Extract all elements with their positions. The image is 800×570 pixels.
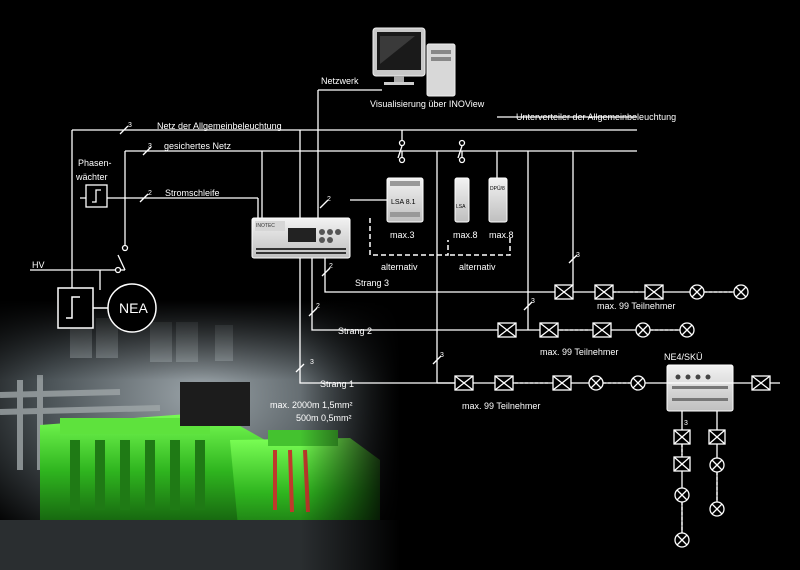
- ne4-label: NE4/SKÜ: [664, 352, 703, 362]
- max8-label-b: max.8: [489, 230, 514, 240]
- lsa-small-module-device: [454, 177, 470, 223]
- cable-length-label-2: 500m 0,5mm²: [296, 413, 352, 423]
- hv-label: HV: [32, 260, 45, 270]
- ne4-sku-device: [666, 364, 734, 412]
- wire-count: 2: [327, 196, 331, 203]
- strand-3-label: Strang 3: [355, 278, 389, 288]
- controller-brand: INOTEC: [256, 223, 275, 229]
- wire-count: 3: [576, 252, 580, 259]
- current-loop-label: Stromschleife: [165, 188, 220, 198]
- wire-count: 3: [128, 122, 132, 129]
- secured-net-label: gesichertes Netz: [164, 141, 232, 151]
- alternative-paths: [369, 218, 511, 256]
- wire-count: 2: [316, 303, 320, 310]
- nea-label: NEA: [119, 300, 148, 316]
- general-lighting-label: Netz der Allgemeinbeleuchtung: [157, 121, 282, 131]
- visualization-label: Visualisierung über INOView: [370, 99, 485, 109]
- generator-hall-photo: [0, 300, 400, 570]
- strand-3-participants: max. 99 Teilnehmer: [597, 301, 675, 311]
- network-label: Netzwerk: [321, 76, 359, 86]
- lsa-module-label: LSA 8.1: [391, 199, 416, 206]
- strand-2-luminaires: [497, 322, 695, 338]
- wire-count: 3: [310, 359, 314, 366]
- wire-count: 2: [148, 190, 152, 197]
- cable-length-label-1: max. 2000m 1,5mm²: [270, 400, 353, 410]
- lsa-module-device: [386, 177, 424, 223]
- wire-count: 3: [440, 352, 444, 359]
- phase-monitor-symbol: [85, 184, 108, 208]
- computer-icon: [372, 27, 456, 97]
- central-controller-device: [251, 217, 351, 259]
- sub-distributor-label: Unterverteiler der Allgemeinbeleuchtung: [516, 112, 676, 122]
- wiring: [30, 89, 637, 384]
- ne4-branch-luminaires: [673, 411, 726, 548]
- nea-generator-symbol: [107, 283, 157, 333]
- max3-label: max.3: [390, 230, 415, 240]
- strand-1-label: Strang 1: [320, 379, 354, 389]
- dpu-module-device: [488, 177, 508, 223]
- strand-2-participants: max. 99 Teilnehmer: [540, 347, 618, 357]
- transfer-relay-symbol: [57, 287, 108, 329]
- wire-count: 2: [329, 263, 333, 270]
- alternative-label-1: alternativ: [381, 262, 418, 272]
- lsa-small-label: LSA: [456, 204, 466, 210]
- dpu-module-label: DPÜ/8: [490, 185, 505, 192]
- phase-monitor-label: Phasen-: [78, 158, 112, 168]
- phase-monitor-label-2: wächter: [75, 172, 108, 182]
- wire-count: 3: [684, 420, 688, 427]
- strand-3-luminaires: [554, 284, 749, 300]
- switches: [114, 139, 466, 274]
- strand-2-label: Strang 2: [338, 326, 372, 336]
- max8-label-a: max.8: [453, 230, 478, 240]
- strand-1-luminaires: [454, 375, 780, 391]
- wire-count: 3: [148, 143, 152, 150]
- wire-count: 3: [531, 298, 535, 305]
- alternative-label-2: alternativ: [459, 262, 496, 272]
- strand-1-participants: max. 99 Teilnehmer: [462, 401, 540, 411]
